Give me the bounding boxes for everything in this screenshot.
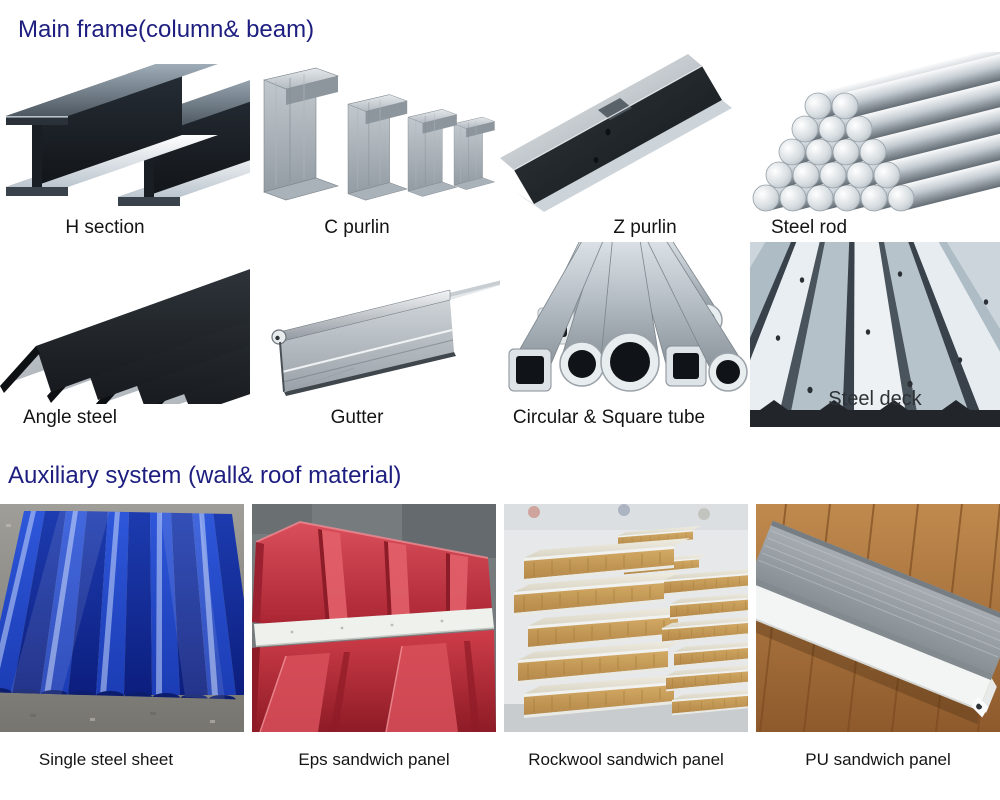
steel-rod-label: Steel rod [770, 217, 848, 238]
angle-steel-image [0, 242, 250, 404]
cell-steel-deck: Steel deck [750, 242, 1000, 432]
main-frame-heading: Main frame(column& beam) [18, 16, 315, 43]
single-steel-sheet-image [0, 504, 244, 732]
rockwool-sandwich-panel-label: Rockwool sandwich panel [528, 750, 724, 769]
steel-deck-label: Steel deck [828, 388, 922, 410]
h-section-label: H section [65, 217, 145, 238]
cell-c-purlin: C purlin [250, 52, 500, 242]
cell-z-purlin: Z purlin [500, 52, 750, 242]
angle-steel-label: Angle steel [22, 407, 117, 428]
cell-steel-rod: Steel rod [750, 52, 1000, 242]
cell-pu-panel: PU sandwich panel [756, 504, 1000, 770]
cell-single-steel-sheet: Single steel sheet [0, 504, 244, 770]
auxiliary-heading: Auxiliary system (wall& roof material) [8, 462, 402, 489]
single-steel-sheet-label: Single steel sheet [38, 750, 174, 769]
cell-h-section: H section [0, 52, 250, 242]
main-frame-grid: H section [0, 52, 1000, 432]
auxiliary-grid: Single steel sheet [0, 500, 1000, 770]
steel-rod-image [750, 52, 1000, 214]
circular-square-tube-label: Circular & Square tube [512, 407, 706, 428]
cell-gutter: Gutter [250, 242, 500, 432]
rockwool-sandwich-panel-image [504, 504, 748, 732]
steel-deck-image: Steel deck [750, 242, 1000, 427]
z-purlin-image [500, 52, 750, 214]
eps-sandwich-panel-image [252, 504, 496, 732]
pu-sandwich-panel-image [756, 504, 1000, 732]
cell-angle-steel: Angle steel [0, 242, 250, 432]
circular-square-tube-image [500, 242, 750, 404]
eps-sandwich-panel-label: Eps sandwich panel [298, 750, 450, 769]
cell-tube: Circular & Square tube [500, 242, 750, 432]
gutter-image [250, 242, 500, 404]
pu-sandwich-panel-label: PU sandwich panel [805, 750, 951, 769]
cell-rockwool-panel: Rockwool sandwich panel [504, 504, 748, 770]
gutter-label: Gutter [330, 407, 384, 428]
h-section-image [0, 52, 250, 214]
cell-eps-panel: Eps sandwich panel [252, 504, 496, 770]
z-purlin-label: Z purlin [613, 217, 677, 238]
c-purlin-label: C purlin [324, 217, 390, 238]
c-purlin-image [250, 52, 500, 214]
